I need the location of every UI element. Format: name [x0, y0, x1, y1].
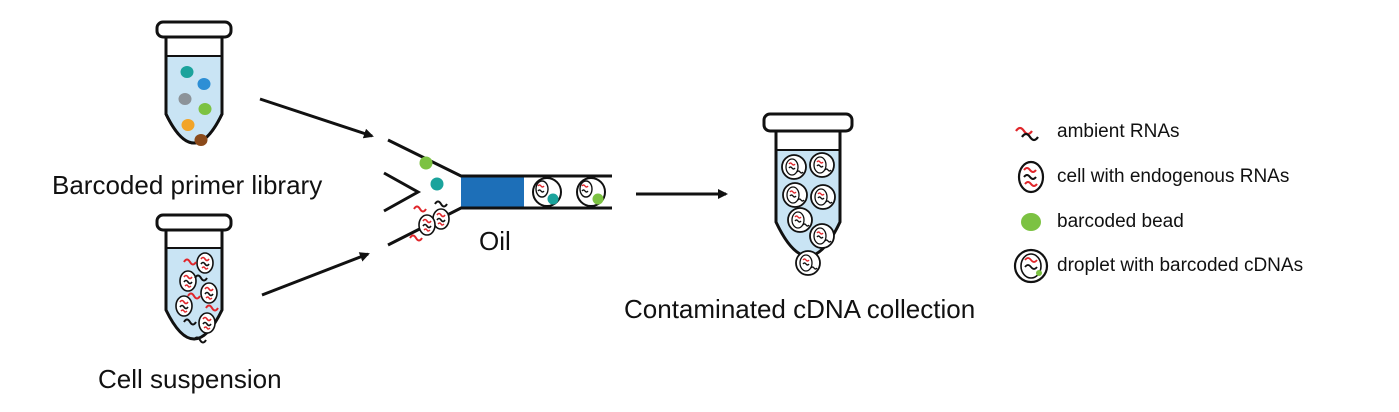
droplet-icon	[1013, 248, 1049, 284]
legend-cell-label: cell with endogenous RNAs	[1057, 166, 1290, 187]
chip-bead-teal	[430, 177, 444, 191]
bead-teal	[180, 66, 194, 78]
cell-suspension-label: Cell suspension	[98, 364, 282, 394]
bead-gray	[178, 93, 192, 105]
arrow-cells-to-chip	[261, 252, 370, 297]
chip-bead-green	[419, 156, 433, 170]
cell-icon	[1017, 160, 1045, 194]
microfluidic-chip	[383, 138, 612, 247]
collection-label: Contaminated cDNA collection	[624, 294, 976, 324]
chip-droplet-2	[576, 177, 606, 207]
legend	[1013, 126, 1049, 284]
primer-library-tube	[155, 20, 233, 146]
legend-droplet-label: droplet with barcoded cDNAs	[1057, 255, 1304, 276]
bead-icon	[1021, 213, 1041, 231]
primer-library-label: Barcoded primer library	[52, 170, 323, 200]
bead-brown	[194, 134, 208, 146]
ambient-rna-icon	[1015, 126, 1039, 142]
arrow-library-to-chip	[259, 97, 374, 139]
chip-droplet-1	[532, 177, 562, 207]
legend-bead-label: barcoded bead	[1057, 211, 1184, 232]
bead-blue	[197, 78, 211, 90]
bead-orange	[181, 119, 195, 131]
collection-tube	[762, 112, 854, 276]
bead-green	[198, 103, 212, 115]
oil-label: Oil	[479, 226, 511, 256]
legend-ambient-rna-label: ambient RNAs	[1057, 121, 1180, 142]
cell-suspension-tube	[155, 213, 233, 344]
